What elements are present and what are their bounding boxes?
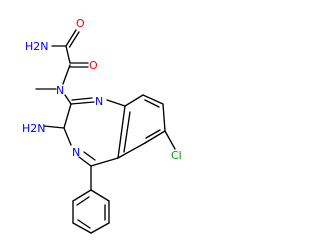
bond-ph-6 <box>72 189 92 202</box>
bond-ph-inner-3 <box>77 219 91 229</box>
bond-c7-cl <box>164 130 176 150</box>
bond-n1-c9a <box>106 99 126 107</box>
atom-label-amide-nh2: H2N <box>25 40 49 53</box>
bond-ph-3 <box>90 222 110 234</box>
bond-c9-c8-inner <box>144 99 160 108</box>
atom-label-ketone-oxygen: O <box>89 59 98 72</box>
bond-n4-c5-double <box>83 151 96 161</box>
bond-c9a-c5a <box>117 105 126 159</box>
bond-c2-c3 <box>63 103 72 129</box>
bond-n-ring-c <box>64 94 72 105</box>
bond-c9a-c9 <box>124 94 144 107</box>
atom-label-amino-nh2: H2N <box>22 122 46 135</box>
atom-label-ring-n2: N <box>72 146 80 159</box>
atom-label-layer: H2N O O N N H2N N Cl <box>22 17 182 162</box>
bond-c9-c8 <box>142 94 164 105</box>
atom-label-amide-oxygen: O <box>76 17 85 30</box>
bond-amide-c-o <box>65 29 77 47</box>
bond-ph-inner-2 <box>76 196 90 206</box>
bond-c8-c7 <box>162 103 166 132</box>
bond-c-n <box>62 64 71 85</box>
bond-c9a-c5a-inner <box>123 111 131 153</box>
bond-amide-c-o-double <box>68 31 80 48</box>
bond-c5-c5a <box>90 157 119 167</box>
bond-c6-c5a <box>117 142 146 159</box>
bond-c3-n4 <box>63 127 72 146</box>
bond-ph-4 <box>72 222 92 234</box>
bond-c3-nh2 <box>43 125 65 129</box>
atom-label-chlorine: Cl <box>171 149 182 162</box>
structure-diagram: H2N O O N N H2N N Cl <box>22 17 182 234</box>
molecule-canvas: H2N O O N N H2N N Cl <box>22 17 182 234</box>
bond-c7-c6-inner <box>145 129 161 139</box>
bond-layer <box>35 29 176 234</box>
atom-label-ring-n1: N <box>95 95 103 108</box>
bond-n4-c5 <box>78 156 92 167</box>
bond-c2-n1 <box>70 101 95 105</box>
bond-c2-n1-double <box>71 97 93 101</box>
bond-ph-1 <box>90 189 110 202</box>
bond-c-c <box>65 45 71 64</box>
bond-c7-c6 <box>144 130 166 144</box>
atom-label-amine-n: N <box>56 84 64 97</box>
